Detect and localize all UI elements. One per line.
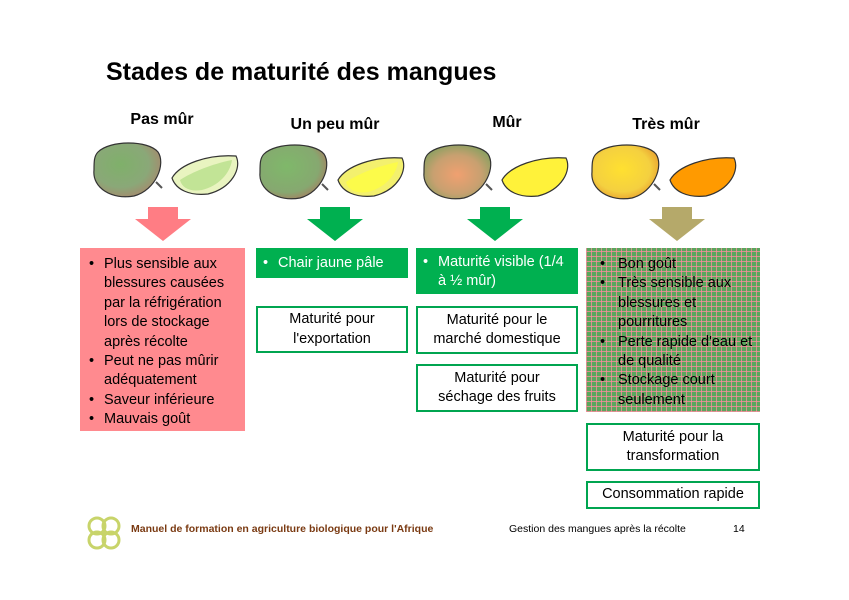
list-item: Bon goût <box>596 255 756 275</box>
note-text: Maturité pour la transformation <box>622 428 724 464</box>
mango-slightly-ripe-icon <box>259 144 405 200</box>
list-item: Stockage court seulement <box>596 371 756 410</box>
list-item: Plus sensible aux blessures causées par … <box>82 255 241 352</box>
processing-maturity-note: Maturité pour la transformation <box>586 423 760 471</box>
list-item: Très sensible aux blessures et pourritur… <box>596 274 756 332</box>
note-text: Maturité pour séchage des fruits <box>438 369 556 405</box>
unripe-traits-box: Plus sensible aux blessures causées par … <box>80 248 245 431</box>
mango-very-ripe-icon <box>591 144 737 200</box>
footer-manual-title: Manuel de formation en agriculture biolo… <box>131 523 434 535</box>
arrow-down-icon <box>649 207 705 241</box>
stage-label-pas-mur: Pas mûr <box>130 111 194 128</box>
list-item: Saveur inférieure <box>82 391 241 411</box>
domestic-maturity-note: Maturité pour le marché domestique <box>416 306 578 354</box>
mango-unripe-icon <box>93 142 239 198</box>
stage-label-tres-mur: Très mûr <box>632 116 700 133</box>
ripe-traits-box: Maturité visible (1/4 à ½ mûr) <box>416 248 578 294</box>
arrow-down-icon <box>307 207 363 241</box>
note-text: Consommation rapide <box>602 486 744 503</box>
note-text: Maturité pour le marché domestique <box>433 311 561 347</box>
list-item: Maturité visible (1/4 à ½ mûr) <box>416 253 576 292</box>
stage-label-un-peu-mur: Un peu mûr <box>290 116 380 133</box>
drying-maturity-note: Maturité pour séchage des fruits <box>416 364 578 412</box>
arrow-down-icon <box>135 207 191 241</box>
stage-label-mur: Mûr <box>492 114 522 131</box>
list-item: Peut ne pas mûrir adéquatement <box>82 352 241 391</box>
arrow-down-icon <box>467 207 523 241</box>
mango-ripe-icon <box>423 144 569 200</box>
export-maturity-note: Maturité pour l'exportation <box>256 306 408 353</box>
page-number: 14 <box>733 523 745 535</box>
note-text: Maturité pour l'exportation <box>289 311 375 347</box>
quick-consumption-note: Consommation rapide <box>586 481 760 509</box>
very-ripe-traits-box: Bon goût Très sensible aux blessures et … <box>586 248 760 412</box>
page-title: Stades de maturité des mangues <box>106 58 497 86</box>
list-item: Chair jaune pâle <box>256 254 406 274</box>
footer-section-title: Gestion des mangues après la récolte <box>509 523 686 535</box>
list-item: Mauvais goût <box>82 410 241 430</box>
slightly-ripe-traits-box: Chair jaune pâle <box>256 248 408 278</box>
leaf-logo-icon <box>87 516 121 550</box>
list-item: Perte rapide d'eau et de qualité <box>596 333 756 372</box>
